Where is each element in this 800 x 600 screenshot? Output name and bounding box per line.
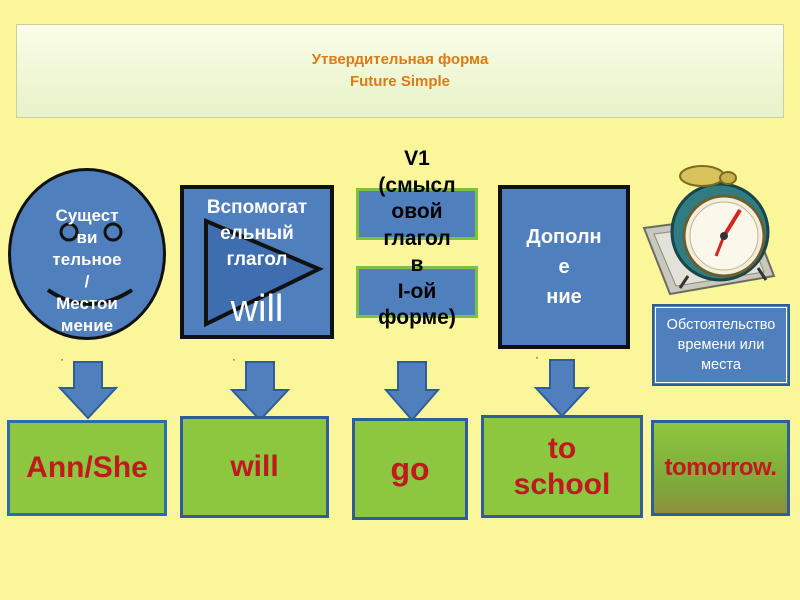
object-label-2: е [558, 256, 570, 278]
adverbial-box: Обстоятельство времени или места [652, 304, 790, 386]
subject-label-4: / [84, 272, 90, 291]
adverbial-label-2: времени или [677, 337, 765, 353]
answer-verb: go [390, 450, 430, 487]
title-line-1: Утвердительная форма [311, 51, 489, 68]
dot-marker: · [60, 352, 64, 366]
arrow-down-icon [533, 359, 591, 418]
subject-label-6: мение [60, 316, 114, 335]
verb-label-6: I-ой [397, 279, 437, 303]
answer-subject-box: Ann/She [7, 420, 167, 516]
subject-smiley: Сущест ви тельное / Местои мение [8, 168, 166, 340]
subject-label-1: Сущест [55, 206, 119, 225]
object-label-1: Дополн [526, 226, 602, 248]
answer-verb-box: go [352, 418, 468, 520]
verb-label-2: (смысл [378, 173, 456, 197]
verb-box-top [356, 188, 478, 240]
auxiliary-word: will [230, 288, 284, 330]
answer-adverbial: tomorrow. [664, 453, 777, 481]
smiley-face-icon [46, 222, 134, 306]
answer-auxiliary: will [230, 450, 279, 483]
verb-label-7: форме) [378, 306, 456, 329]
adverbial-label-3: места [701, 357, 741, 373]
auxiliary-box: Вспомогат ельный глагол will [180, 185, 334, 339]
verb-label-4: глагол [383, 226, 451, 250]
verb-label-5: в [410, 253, 424, 276]
verb-label-3: овой [391, 200, 443, 223]
answer-subject: Ann/She [26, 451, 148, 484]
auxiliary-label-2: ельный [220, 223, 294, 244]
verb-box-bottom [356, 266, 478, 318]
answer-adverbial-box: tomorrow. [651, 420, 790, 516]
auxiliary-label-3: глагол [226, 249, 288, 270]
object-box: Дополн е ние [498, 185, 630, 349]
answer-auxiliary-box: will [180, 416, 329, 518]
title-line-2: Future Simple [349, 73, 450, 90]
subject-label-5: Местои [56, 294, 118, 313]
play-triangle-icon [204, 217, 324, 328]
object-label-3: ние [546, 286, 582, 308]
dot-marker: · [232, 352, 236, 366]
title-box: Утвердительная форма Future Simple [16, 24, 784, 118]
arrow-down-icon [57, 361, 119, 420]
alarm-clock-icon [642, 165, 776, 296]
answer-object: to school [513, 431, 611, 501]
arrow-down-icon [229, 361, 291, 422]
dot-marker: · [535, 350, 539, 364]
arrow-down-icon [383, 361, 441, 422]
subject-label-3: тельное [52, 250, 122, 269]
verb-label: V1 (смысл овой глагол в I-ой форме) [340, 146, 494, 332]
subject-label-2: ви [76, 228, 98, 247]
verb-label-1: V1 [404, 147, 430, 170]
answer-object-box: to school [481, 415, 643, 518]
adverbial-label-1: Обстоятельство [666, 317, 776, 333]
auxiliary-label-1: Вспомогат [206, 197, 308, 218]
